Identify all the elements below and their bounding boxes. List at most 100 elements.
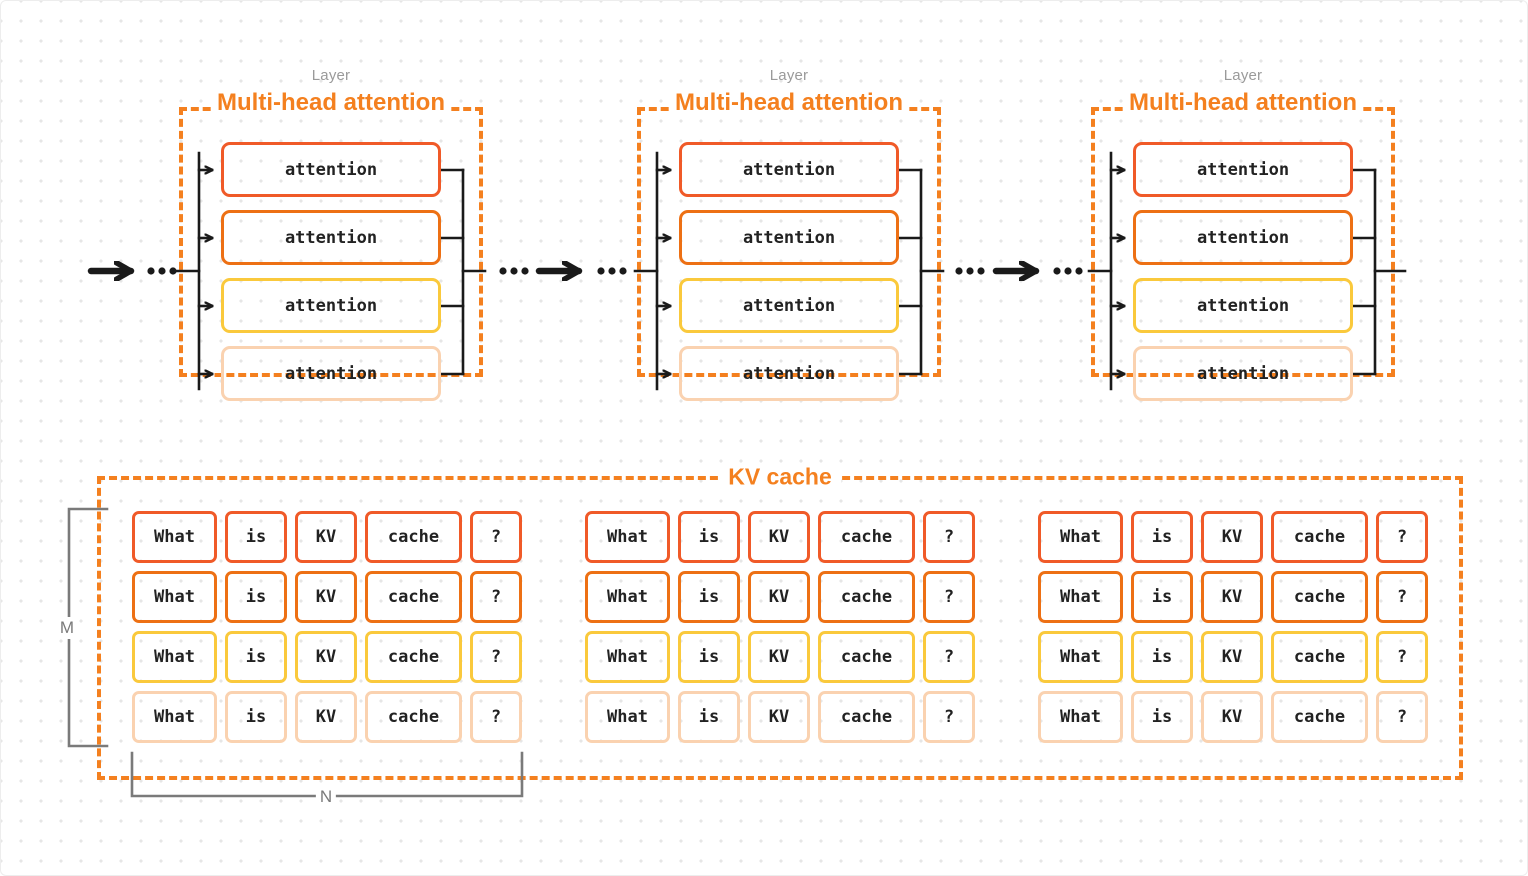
kv-token-cell[interactable]: ? bbox=[923, 691, 975, 743]
kv-token-cell[interactable]: cache bbox=[1271, 571, 1368, 623]
kv-token-cell[interactable]: is bbox=[1131, 691, 1193, 743]
kv-token-cell[interactable]: ? bbox=[1376, 571, 1428, 623]
kv-token-cell[interactable]: ? bbox=[923, 571, 975, 623]
kv-token-cell[interactable]: is bbox=[225, 571, 287, 623]
kv-token-label: What bbox=[154, 587, 195, 607]
kv-token-cell[interactable]: KV bbox=[748, 631, 810, 683]
kv-token-cell[interactable]: What bbox=[585, 691, 670, 743]
kv-token-label: What bbox=[154, 707, 195, 727]
layer-label: Layer bbox=[1223, 67, 1263, 84]
attention-head[interactable]: attention bbox=[679, 278, 899, 333]
kv-token-cell[interactable]: cache bbox=[818, 511, 915, 563]
kv-token-cell[interactable]: is bbox=[678, 511, 740, 563]
kv-token-label: cache bbox=[387, 707, 440, 727]
kv-token-cell[interactable]: ? bbox=[470, 691, 522, 743]
kv-token-cell[interactable]: cache bbox=[818, 631, 915, 683]
attention-head-label: attention bbox=[284, 159, 378, 180]
kv-token-cell[interactable]: What bbox=[1038, 691, 1123, 743]
kv-cache-title: KV cache bbox=[719, 463, 841, 491]
kv-token-label: What bbox=[607, 587, 648, 607]
kv-token-cell[interactable]: is bbox=[678, 571, 740, 623]
kv-token-label: is bbox=[698, 587, 720, 607]
kv-token-cell[interactable]: cache bbox=[1271, 631, 1368, 683]
attention-head-label: attention bbox=[742, 227, 836, 248]
attention-head[interactable]: attention bbox=[1133, 346, 1353, 401]
kv-token-cell[interactable]: KV bbox=[1201, 691, 1263, 743]
kv-token-cell[interactable]: KV bbox=[1201, 631, 1263, 683]
kv-token-cell[interactable]: ? bbox=[1376, 691, 1428, 743]
kv-token-cell[interactable]: ? bbox=[470, 571, 522, 623]
kv-token-cell[interactable]: cache bbox=[365, 631, 462, 683]
kv-token-cell[interactable]: KV bbox=[295, 691, 357, 743]
kv-token-label: ? bbox=[490, 707, 502, 727]
kv-token-cell[interactable]: ? bbox=[923, 511, 975, 563]
kv-token-label: What bbox=[1060, 587, 1101, 607]
kv-token-label: ? bbox=[943, 527, 955, 547]
attention-head[interactable]: attention bbox=[1133, 210, 1353, 265]
kv-token-cell[interactable]: What bbox=[1038, 631, 1123, 683]
kv-token-label: ? bbox=[1396, 707, 1408, 727]
kv-token-label: KV bbox=[1221, 647, 1243, 667]
kv-token-label: cache bbox=[387, 527, 440, 547]
kv-token-cell[interactable]: What bbox=[132, 511, 217, 563]
dimension-label-n: N bbox=[315, 786, 337, 808]
kv-token-cell[interactable]: is bbox=[678, 631, 740, 683]
attention-head[interactable]: attention bbox=[221, 278, 441, 333]
kv-token-label: KV bbox=[768, 527, 790, 547]
kv-token-cell[interactable]: cache bbox=[365, 691, 462, 743]
kv-token-cell[interactable]: is bbox=[225, 631, 287, 683]
kv-token-cell[interactable]: is bbox=[1131, 571, 1193, 623]
kv-token-cell[interactable]: ? bbox=[470, 631, 522, 683]
layer-group-2: Layer Multi-head attention attention att… bbox=[637, 67, 941, 419]
kv-token-cell[interactable]: cache bbox=[365, 511, 462, 563]
attention-head[interactable]: attention bbox=[1133, 142, 1353, 197]
kv-token-cell[interactable]: is bbox=[1131, 511, 1193, 563]
kv-token-cell[interactable]: What bbox=[585, 631, 670, 683]
kv-token-label: What bbox=[154, 527, 195, 547]
kv-token-cell[interactable]: KV bbox=[748, 571, 810, 623]
attention-head-label: attention bbox=[1196, 295, 1290, 316]
attention-head[interactable]: attention bbox=[1133, 278, 1353, 333]
attention-head[interactable]: attention bbox=[679, 210, 899, 265]
kv-token-label: is bbox=[698, 647, 720, 667]
kv-token-cell[interactable]: KV bbox=[295, 631, 357, 683]
attention-head[interactable]: attention bbox=[679, 346, 899, 401]
kv-token-label: cache bbox=[1293, 707, 1346, 727]
kv-token-cell[interactable]: ? bbox=[470, 511, 522, 563]
kv-token-cell[interactable]: KV bbox=[295, 571, 357, 623]
kv-token-cell[interactable]: KV bbox=[748, 691, 810, 743]
attention-head[interactable]: attention bbox=[221, 346, 441, 401]
kv-token-cell[interactable]: KV bbox=[1201, 511, 1263, 563]
kv-token-cell[interactable]: KV bbox=[748, 511, 810, 563]
kv-token-cell[interactable]: is bbox=[678, 691, 740, 743]
kv-token-cell[interactable]: KV bbox=[1201, 571, 1263, 623]
kv-token-cell[interactable]: What bbox=[1038, 511, 1123, 563]
kv-token-cell[interactable]: cache bbox=[365, 571, 462, 623]
attention-head[interactable]: attention bbox=[679, 142, 899, 197]
kv-token-label: ? bbox=[1396, 587, 1408, 607]
attention-head[interactable]: attention bbox=[221, 210, 441, 265]
kv-token-label: KV bbox=[768, 707, 790, 727]
kv-token-label: KV bbox=[1221, 707, 1243, 727]
kv-token-cell[interactable]: cache bbox=[1271, 511, 1368, 563]
kv-token-cell[interactable]: ? bbox=[1376, 511, 1428, 563]
kv-token-cell[interactable]: cache bbox=[818, 691, 915, 743]
kv-token-cell[interactable]: What bbox=[132, 691, 217, 743]
kv-token-cell[interactable]: What bbox=[1038, 571, 1123, 623]
kv-token-label: ? bbox=[1396, 647, 1408, 667]
kv-token-label: What bbox=[1060, 647, 1101, 667]
kv-token-cell[interactable]: cache bbox=[818, 571, 915, 623]
kv-token-cell[interactable]: ? bbox=[1376, 631, 1428, 683]
kv-token-cell[interactable]: What bbox=[585, 511, 670, 563]
attention-head[interactable]: attention bbox=[221, 142, 441, 197]
kv-token-cell[interactable]: is bbox=[225, 511, 287, 563]
kv-token-cell[interactable]: is bbox=[225, 691, 287, 743]
kv-token-cell[interactable]: What bbox=[585, 571, 670, 623]
kv-token-cell[interactable]: What bbox=[132, 571, 217, 623]
kv-token-cell[interactable]: ? bbox=[923, 631, 975, 683]
kv-token-cell[interactable]: is bbox=[1131, 631, 1193, 683]
kv-token-label: What bbox=[154, 647, 195, 667]
kv-token-cell[interactable]: cache bbox=[1271, 691, 1368, 743]
kv-token-cell[interactable]: What bbox=[132, 631, 217, 683]
kv-token-cell[interactable]: KV bbox=[295, 511, 357, 563]
